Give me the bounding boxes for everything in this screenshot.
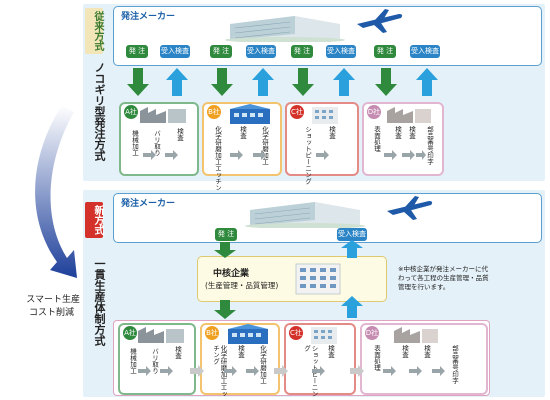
new-company-d-badge: D社 bbox=[365, 326, 379, 340]
old-d-proc4: 部品番号印字 bbox=[425, 126, 434, 165]
new-d-factory-icon bbox=[394, 327, 438, 343]
new-b-proc3: 化学研磨加工 bbox=[258, 345, 267, 384]
airplane-icon bbox=[387, 196, 433, 220]
new-order: 発 注 bbox=[215, 228, 237, 241]
old-inspect-b: 受入検査 bbox=[246, 45, 276, 58]
old-company-b-badge: B社 bbox=[207, 105, 221, 119]
old-c-proc2: 検査 bbox=[327, 126, 336, 139]
old-maker-title: 発注メーカー bbox=[121, 12, 176, 22]
old-order-a: 発 注 bbox=[126, 45, 148, 58]
old-a-proc3: 検査 bbox=[175, 128, 184, 141]
new-d-proc4: 部品番号印字 bbox=[450, 345, 459, 384]
old-order-b: 発 注 bbox=[210, 45, 232, 58]
old-d-proc1: 表面処理 bbox=[372, 126, 381, 152]
old-c-building-icon bbox=[312, 107, 338, 124]
flow-curve-arrow bbox=[35, 105, 77, 278]
new-a-factory-icon bbox=[138, 327, 184, 343]
old-c-proc1: ショットピーニング bbox=[303, 126, 312, 185]
old-a-proc2: バリ取り bbox=[152, 130, 161, 156]
new-d-proc1: 表面処理 bbox=[372, 345, 381, 371]
old-order-c: 発 注 bbox=[291, 45, 313, 58]
old-b-proc3: 化学研磨加工 bbox=[260, 126, 269, 165]
old-inspect-a: 受入検査 bbox=[160, 45, 190, 58]
old-d-factory-icon bbox=[387, 107, 431, 123]
new-process-arrows bbox=[138, 365, 445, 377]
core-company-sub: (生産管理・品質管理) bbox=[205, 281, 279, 290]
core-building-icon bbox=[295, 263, 341, 295]
old-company-a-badge: A社 bbox=[124, 105, 138, 119]
new-company-c-badge: C社 bbox=[289, 326, 303, 340]
old-order-d: 発 注 bbox=[374, 45, 396, 58]
old-company-d-badge: D社 bbox=[367, 105, 381, 119]
old-inspect-d: 受入検査 bbox=[410, 45, 440, 58]
old-b-building-icon bbox=[230, 104, 270, 124]
factory-building-icon bbox=[245, 202, 365, 228]
old-b-proc1: 化学研磨加工エッチング bbox=[213, 126, 222, 198]
old-process-arrows bbox=[143, 150, 426, 160]
new-flow-arrows bbox=[214, 240, 363, 319]
new-company-b-badge: B社 bbox=[205, 326, 219, 340]
old-method-label: ノコギリ型発注方式 bbox=[93, 62, 106, 161]
old-a-proc1: 機械加工 bbox=[130, 130, 139, 156]
new-company-a-badge: A社 bbox=[123, 326, 137, 340]
old-d-proc2: 検査 bbox=[393, 126, 402, 139]
old-company-c-badge: C社 bbox=[290, 105, 304, 119]
core-company-box bbox=[197, 256, 387, 302]
new-method-label: 一貫生産体制方式 bbox=[93, 258, 106, 346]
old-flow-arrows bbox=[127, 68, 438, 96]
new-a-proc3: 検査 bbox=[173, 346, 182, 359]
core-company-note: ※中核企業が発注メーカーに代わって各工程の生産管理・品質管理を行います。 bbox=[398, 265, 489, 291]
old-inspect-c: 受入検査 bbox=[326, 45, 356, 58]
new-c-proc2: 検査 bbox=[326, 345, 335, 358]
core-company-title: 中核企業 bbox=[213, 269, 250, 279]
new-b-proc2: 検査 bbox=[236, 345, 245, 358]
new-a-proc1: 機械加工 bbox=[128, 348, 137, 374]
new-b-proc1: 化学研磨加工エッチング bbox=[211, 345, 228, 397]
caption-smart-production: スマート生産 bbox=[26, 295, 80, 305]
new-a-proc2: バリ取り bbox=[150, 348, 159, 374]
new-inspect: 受入検査 bbox=[337, 228, 367, 241]
factory-building-icon bbox=[225, 16, 345, 42]
old-a-factory-icon bbox=[140, 107, 186, 123]
old-d-proc3: 検査 bbox=[407, 126, 416, 139]
new-d-proc2: 検査 bbox=[400, 345, 409, 358]
old-b-proc2: 検査 bbox=[238, 126, 247, 139]
new-method-tag: 新方式 bbox=[85, 202, 103, 238]
new-d-proc3: 検査 bbox=[422, 345, 431, 358]
new-maker-title: 発注メーカー bbox=[121, 199, 176, 209]
new-b-building-icon bbox=[228, 324, 268, 344]
new-c-building-icon bbox=[311, 327, 337, 344]
airplane-icon bbox=[357, 9, 403, 33]
old-method-tag: 従来方式 bbox=[85, 8, 103, 54]
caption-cost-reduction: コスト削減 bbox=[28, 308, 74, 318]
